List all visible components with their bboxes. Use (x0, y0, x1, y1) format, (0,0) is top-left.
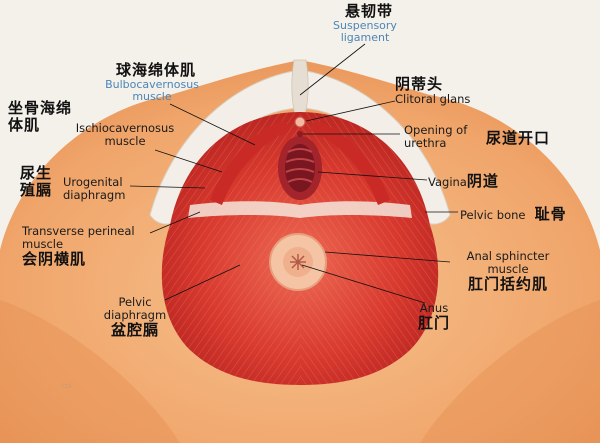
left-buttock-shadow (0, 300, 180, 443)
label-urethra-zh: 尿道开口 (486, 130, 550, 147)
urethra-zh: 尿道开口 (486, 129, 551, 147)
label-urogenital-zh: 尿生殖膈 (20, 165, 60, 199)
vagina-zh: 阴道 (466, 172, 499, 190)
pelvic-diaphragm-zh: 盆腔膈 (110, 320, 159, 339)
urethra-en: Opening of urethra (404, 123, 468, 150)
label-anal-sphincter: Anal sphincter muscle 肛门括约肌 (448, 250, 568, 293)
urogenital-zh: 尿生殖膈 (20, 164, 53, 199)
transverse-perineal-zh: 会阴横肌 (22, 249, 87, 268)
label-pelvic-diaphragm: Pelvic diaphragm 盆腔膈 (100, 296, 170, 339)
ischiocavernosus-zh: 坐骨海绵体肌 (8, 99, 73, 134)
ischiocavernosus-en: Ischiocavernosus muscle (75, 121, 175, 148)
anus-en: Anus (419, 301, 449, 315)
anal-sphincter-zh: 肛门括约肌 (467, 274, 548, 293)
clitoral-glans-zh: 阴蒂头 (395, 75, 444, 93)
transverse-perineal-en: Transverse perineal muscle (22, 224, 135, 251)
anus-zh: 肛门 (418, 313, 451, 332)
ischiocavernosus-right (310, 120, 390, 205)
urethra-shape (297, 131, 303, 137)
label-ischiocavernosus-zh: 坐骨海绵体肌 (8, 100, 76, 134)
leader-lines (129, 43, 458, 304)
transverse-perineal-band (188, 201, 412, 218)
pelvic-diaphragm-en: Pelvic diaphragm (103, 295, 167, 322)
anus-shape (290, 254, 306, 270)
artist-signature: ｼｪﾚ (60, 381, 72, 390)
label-ischiocavernosus-en: Ischiocavernosus muscle (75, 122, 175, 148)
suspensory-ligament-shape (291, 59, 309, 119)
label-bulbocavernosus: 球海绵体肌 Bulbocavernosus muscle (95, 62, 217, 103)
label-urethra-en: Opening of urethra (404, 124, 484, 150)
right-buttock-shadow (420, 300, 600, 443)
anal-sphincter-en: Anal sphincter muscle (466, 249, 550, 276)
label-anus: Anus 肛门 (418, 302, 450, 332)
clitoral-glans-shape (294, 116, 306, 128)
vagina-en: Vagina (428, 175, 467, 189)
label-suspensory-ligament: 悬韧带 Suspensory ligament (318, 3, 420, 44)
suspensory-ligament-en: Suspensory ligament (333, 18, 397, 45)
clitoral-glans-en: Clitoral glans (395, 91, 471, 106)
bulbocavernosus-zh: 球海绵体肌 (115, 61, 196, 79)
label-clitoral-glans: 阴蒂头 Clitoral glans (395, 76, 470, 106)
urogenital-en: Urogenital diaphragm (63, 175, 126, 202)
suspensory-ligament-zh: 悬韧带 (344, 2, 393, 20)
label-pelvic-bone: Pelvic bone 耻骨 (460, 205, 567, 223)
label-vagina: Vagina阴道 (428, 172, 499, 190)
ischiocavernosus-left (210, 120, 290, 205)
bulbocavernosus-en: Bulbocavernosus muscle (105, 77, 199, 104)
pelvic-bone-en: Pelvic bone (460, 208, 526, 222)
label-transverse-perineal: Transverse perineal muscle 会阴横肌 (22, 225, 152, 268)
label-urogenital-en: Urogenital diaphragm (63, 176, 133, 202)
pelvic-bone-zh: 耻骨 (534, 205, 567, 223)
